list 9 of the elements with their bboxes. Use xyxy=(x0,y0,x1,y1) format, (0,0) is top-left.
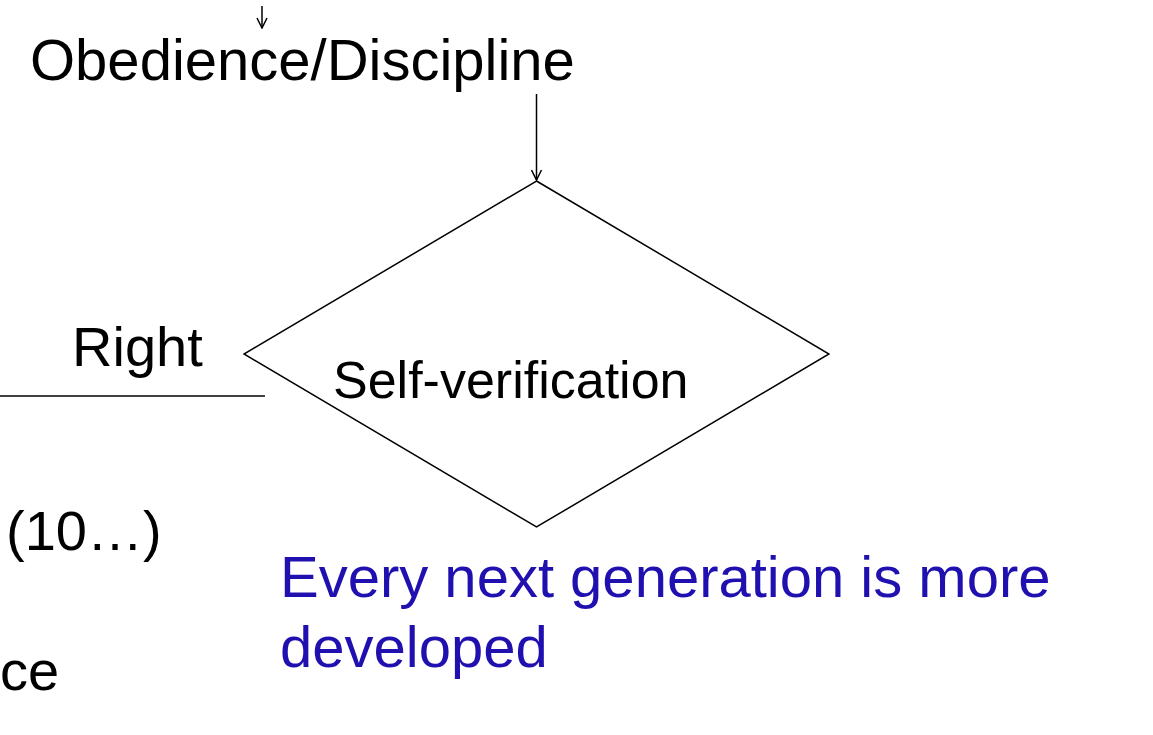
text-label: ce xyxy=(0,640,60,702)
arrow xyxy=(530,93,543,181)
arrow xyxy=(256,5,268,29)
decision-diamond xyxy=(243,180,830,528)
note-text: Every next generation is more developed xyxy=(280,543,1052,681)
text-label: Right xyxy=(72,316,203,378)
text-label: (10…) xyxy=(6,500,162,562)
node-label: Obedience/Discipline xyxy=(30,28,575,92)
diamond-label: Self-verification xyxy=(333,352,689,410)
